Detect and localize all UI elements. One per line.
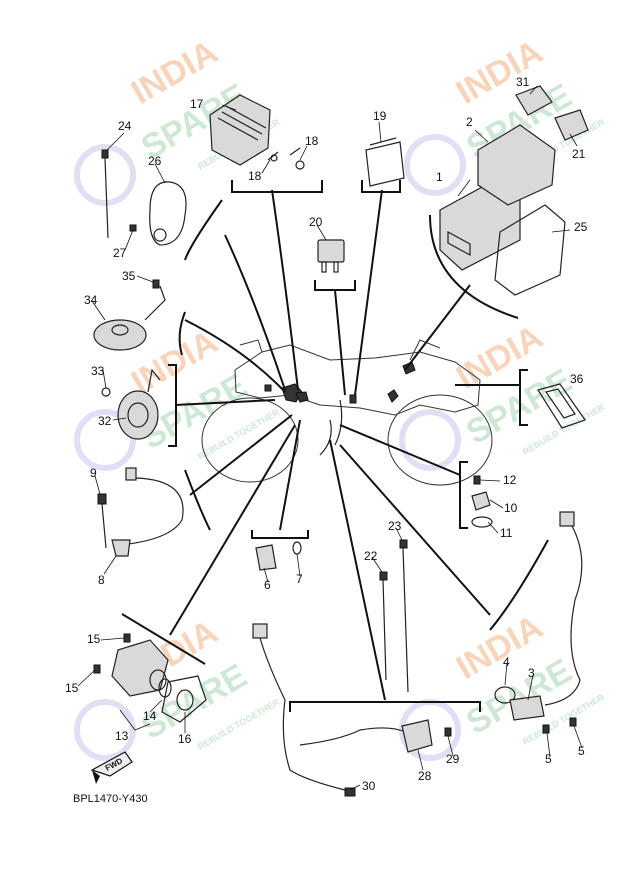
horn-32 (101, 368, 161, 440)
callout-15a: 15 (87, 632, 101, 646)
cover-26 (129, 181, 187, 246)
horn-34 (93, 279, 166, 351)
reference-code: BPL1470-Y430 (73, 793, 148, 805)
callout-9: 9 (90, 466, 97, 480)
callout-3: 3 (528, 666, 535, 680)
callout-28: 28 (418, 769, 432, 783)
callout-30: 30 (362, 779, 376, 793)
callout-32: 32 (98, 414, 112, 428)
group-brackets (121, 180, 549, 712)
callout-19: 19 (373, 109, 387, 123)
motorcycle-frame-outline (201, 339, 493, 486)
forward-direction-arrow: FWD (90, 751, 133, 784)
callout-34: 34 (84, 293, 98, 307)
callout-35: 35 (122, 269, 136, 283)
callout-labels: 1 2 3 4 5 5 6 7 8 9 10 11 12 13 14 15 15… (65, 75, 588, 793)
callout-1: 1 (436, 170, 443, 184)
switch-6-7 (255, 541, 302, 571)
callout-14: 14 (143, 709, 157, 723)
callout-18a: 18 (305, 134, 319, 148)
callout-36: 36 (570, 372, 584, 386)
sensor-cable-28-30 (252, 623, 452, 797)
relay-20 (317, 239, 345, 273)
callout-13: 13 (115, 729, 129, 743)
callout-17: 17 (190, 97, 204, 111)
callout-20: 20 (309, 215, 323, 229)
ecu-group (439, 85, 589, 296)
callout-29: 29 (446, 752, 460, 766)
sensor-36 (537, 383, 586, 429)
callout-12: 12 (503, 473, 517, 487)
sensor-cable-8-9 (97, 467, 184, 557)
callout-8: 8 (98, 573, 105, 587)
callout-5a: 5 (545, 752, 552, 766)
callout-4: 4 (503, 655, 510, 669)
cable-tie-24 (101, 149, 109, 239)
callout-21: 21 (572, 147, 586, 161)
leader-lines (77, 85, 583, 791)
regulator-rectifier (209, 94, 305, 170)
callout-2: 2 (466, 115, 473, 129)
callout-27: 27 (113, 246, 127, 260)
callout-25: 25 (574, 220, 588, 234)
watermark-bottom-right: INDIA SPARE REBUILD TOGETHER (399, 608, 606, 761)
relay-unit-19 (365, 137, 405, 187)
callout-22: 22 (364, 549, 378, 563)
callout-11: 11 (500, 526, 513, 540)
group-pointer-lines (169, 189, 520, 701)
callout-6: 6 (264, 578, 271, 592)
cable-ties-22-23 (379, 539, 409, 693)
sensor-10-11-12 (471, 475, 493, 528)
callout-10: 10 (504, 501, 518, 515)
callout-33: 33 (91, 364, 105, 378)
callout-18b: 18 (248, 169, 262, 183)
callout-5b: 5 (578, 744, 585, 758)
callout-24: 24 (118, 119, 132, 133)
callout-23: 23 (388, 519, 402, 533)
callout-15b: 15 (65, 681, 79, 695)
callout-26: 26 (148, 154, 162, 168)
watermark-mid-right: INDIA SPARE REBUILD TOGETHER (399, 318, 606, 471)
callout-31: 31 (516, 75, 530, 89)
sensor-13-16 (93, 633, 207, 723)
callout-7: 7 (296, 572, 303, 586)
callout-16: 16 (178, 732, 192, 746)
sensor-cable-3-5 (494, 511, 583, 734)
